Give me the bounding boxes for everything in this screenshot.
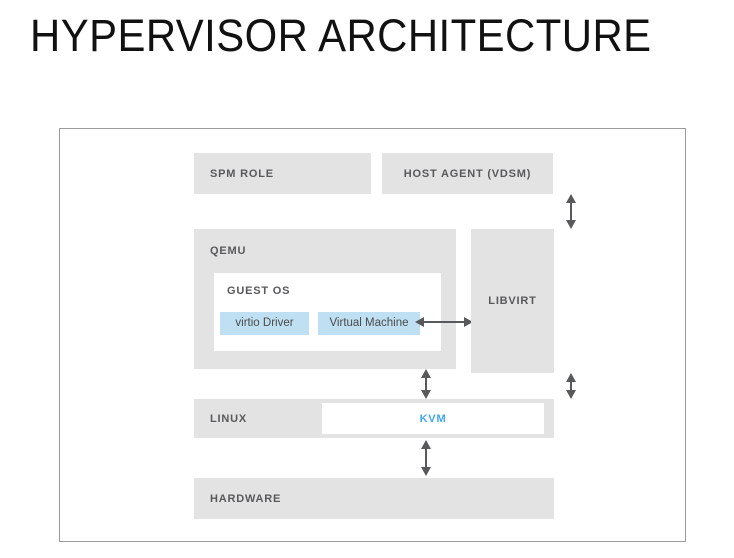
block-spm-role-label: SPM ROLE	[210, 167, 274, 180]
panel-guest-os: GUEST OS virtio Driver Virtual Machine	[214, 273, 441, 351]
box-kvm: KVM	[322, 403, 544, 434]
block-hardware: HARDWARE	[194, 478, 554, 519]
block-libvirt: LIBVIRT	[471, 229, 554, 373]
block-linux: LINUX KVM	[194, 399, 554, 438]
block-linux-label: LINUX	[210, 412, 247, 425]
block-host-agent-label: HOST AGENT (VDSM)	[403, 167, 532, 180]
arrow-linux-to-hardware	[415, 438, 437, 478]
box-kvm-label: KVM	[419, 412, 447, 425]
arrow-libvirt-to-linux	[560, 373, 582, 399]
block-spm-role: SPM ROLE	[194, 153, 371, 194]
block-qemu: QEMU GUEST OS virtio Driver Virtual Mach…	[194, 229, 456, 369]
chip-virtual-machine: Virtual Machine	[318, 312, 420, 335]
chip-virtio-driver: virtio Driver	[220, 312, 309, 335]
block-libvirt-label: LIBVIRT	[488, 295, 537, 307]
diagram-frame: SPM ROLE HOST AGENT (VDSM) QEMU GUEST OS…	[59, 128, 686, 542]
block-host-agent: HOST AGENT (VDSM)	[382, 153, 553, 194]
page-title: HYPERVISOR ARCHITECTURE	[30, 10, 652, 61]
arrow-host-agent-to-libvirt	[560, 194, 582, 229]
block-qemu-label: QEMU	[210, 245, 247, 257]
block-hardware-label: HARDWARE	[210, 492, 282, 505]
panel-guest-os-label: GUEST OS	[227, 285, 291, 297]
arrow-qemu-to-linux	[415, 369, 437, 399]
arrow-virtual-machine-to-libvirt	[415, 311, 473, 333]
